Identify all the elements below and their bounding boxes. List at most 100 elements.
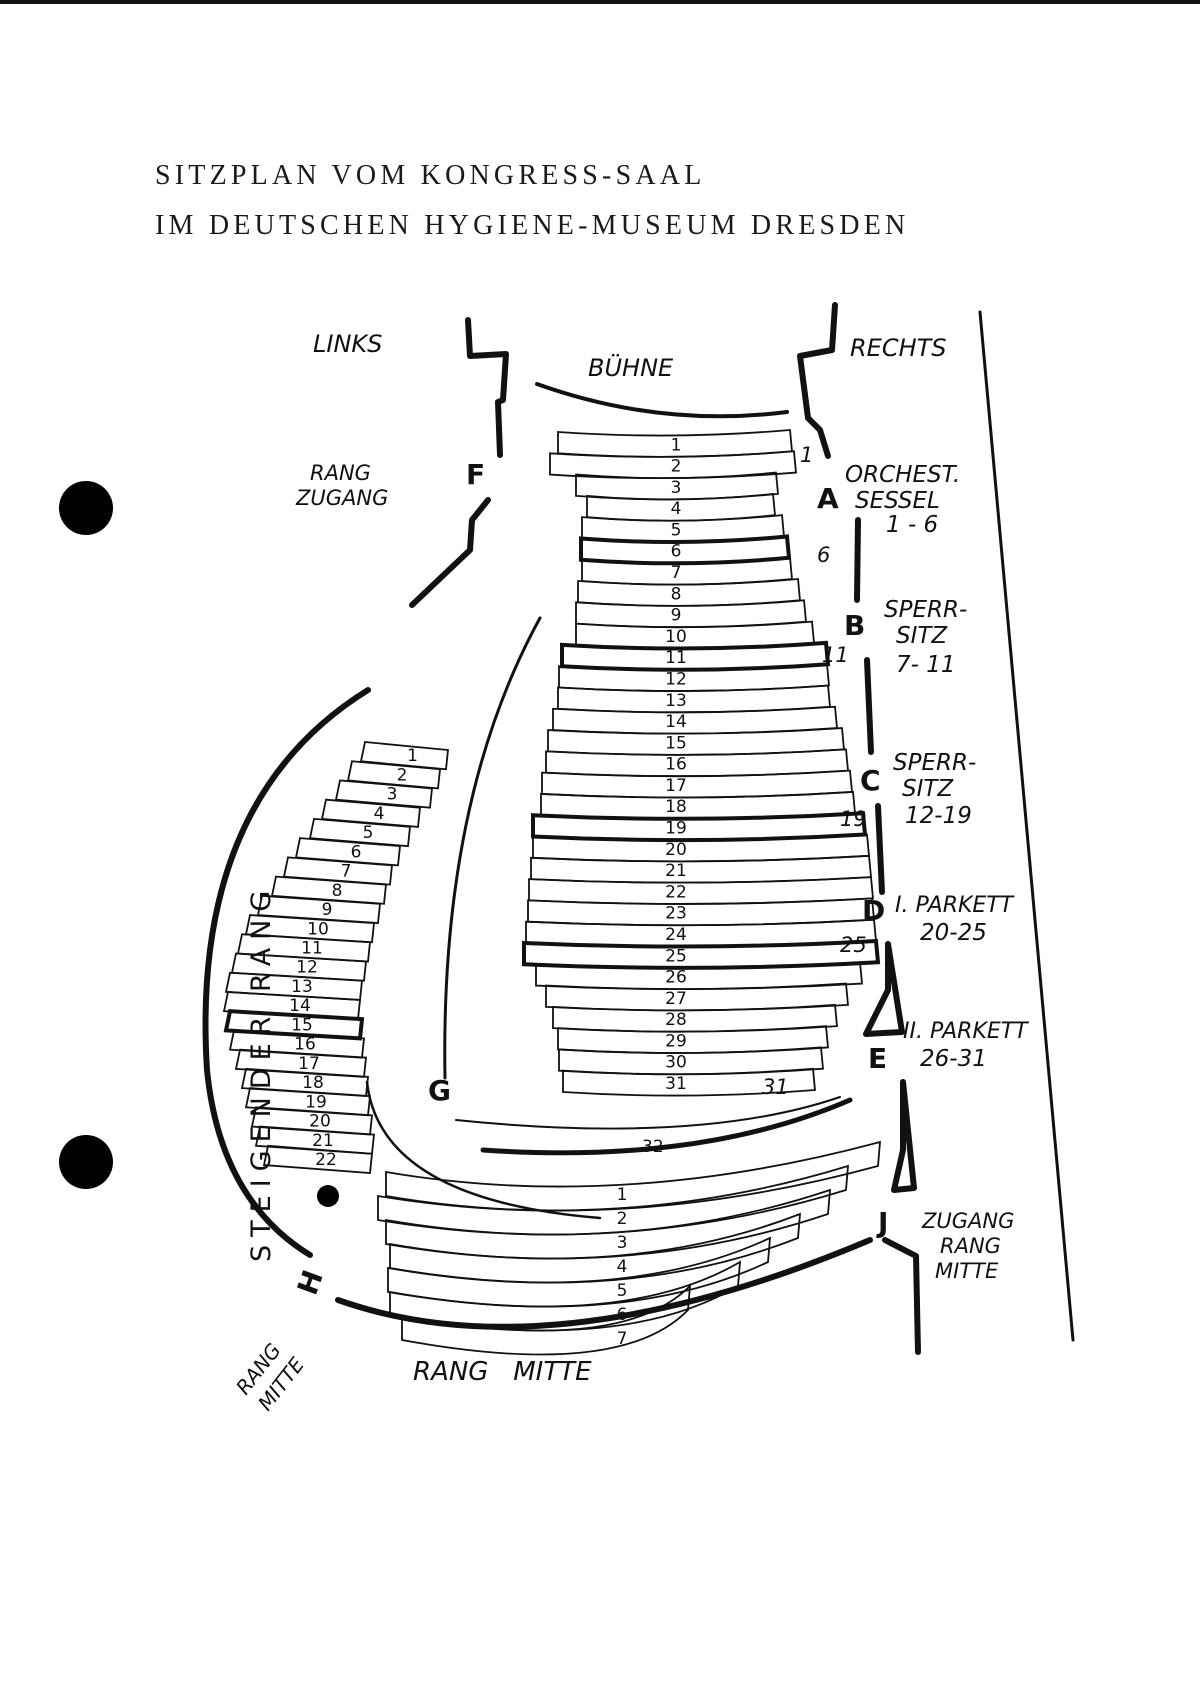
rang-row-outline bbox=[282, 856, 393, 886]
rang-mitte-row-number: 5 bbox=[617, 1281, 628, 1301]
rang-row-number: 17 bbox=[298, 1054, 320, 1074]
rang-row-outline bbox=[270, 875, 387, 905]
rang-row-number: 11 bbox=[301, 939, 323, 959]
door-j: J bbox=[876, 1206, 888, 1239]
parkett-row: 9 bbox=[575, 599, 807, 629]
wall-a-b bbox=[854, 517, 861, 603]
rang-row: 12 bbox=[230, 952, 367, 982]
parkett-row: 31 bbox=[562, 1067, 816, 1097]
edge-number-19: 19 bbox=[840, 807, 867, 831]
parkett-row-number: 16 bbox=[665, 755, 687, 775]
rang-mitte-row-outline bbox=[377, 1164, 850, 1236]
rang-row-outline bbox=[244, 914, 375, 944]
label-steigender-rang: STEIGENDER RANG bbox=[246, 883, 277, 1262]
parkett-row-outline bbox=[545, 748, 849, 778]
left-wall-rang-access bbox=[409, 497, 491, 608]
edge-number-31: 31 bbox=[762, 1075, 789, 1099]
parkett-row-number: 25 bbox=[665, 946, 687, 966]
parkett-row-number: 3 bbox=[671, 478, 682, 498]
rang-row-number: 8 bbox=[332, 881, 343, 901]
punch-hole-top bbox=[59, 481, 113, 535]
aisle-g-curve bbox=[365, 1080, 602, 1220]
rang-mitte-row-outline bbox=[385, 1188, 832, 1260]
parkett-row: 13 bbox=[557, 684, 831, 714]
parkett-row-number: 21 bbox=[665, 861, 687, 881]
door-c: C bbox=[860, 764, 881, 797]
title-line-1: SITZPLAN VOM KONGRESS-SAAL bbox=[155, 160, 706, 191]
parkett-row-number: 9 bbox=[671, 606, 682, 626]
rang-row-number: 18 bbox=[302, 1073, 324, 1093]
label-zugang-rang-mitte-3: MITTE bbox=[935, 1259, 999, 1283]
parkett-row-number: 26 bbox=[665, 968, 687, 988]
rang-mitte-row: 3 bbox=[385, 1188, 832, 1260]
row-32-label: 32 bbox=[642, 1137, 664, 1157]
rang-row-number: 4 bbox=[374, 804, 385, 824]
parkett-row-outline bbox=[530, 854, 872, 884]
wall-d-e bbox=[863, 941, 905, 1037]
rang-row-outline bbox=[230, 952, 367, 982]
rang-mitte-row: 2 bbox=[377, 1164, 850, 1236]
label-parkett-1-1: I. PARKETT bbox=[895, 893, 1015, 918]
label-zugang-rang-mitte-1: ZUGANG bbox=[921, 1209, 1014, 1233]
parkett-row-number: 24 bbox=[665, 925, 687, 945]
parkett-row: 8 bbox=[577, 578, 801, 607]
rang-row-number: 3 bbox=[387, 785, 398, 805]
parkett-row-outline bbox=[541, 769, 853, 799]
door-e: E bbox=[868, 1042, 887, 1075]
rang-mitte-row: 6 bbox=[389, 1260, 742, 1332]
parkett-row-number: 20 bbox=[665, 840, 687, 860]
rang-row-number: 1 bbox=[407, 746, 418, 766]
rang-mitte-row: 7 bbox=[401, 1283, 692, 1356]
parkett-row-outline bbox=[552, 705, 838, 735]
door-d: D bbox=[862, 894, 885, 927]
rang-row-number: 19 bbox=[305, 1092, 327, 1112]
rang-row-number: 2 bbox=[397, 765, 408, 785]
wall-j-lower bbox=[882, 1237, 921, 1355]
label-sperrsitz-c-3: 12-19 bbox=[905, 803, 972, 829]
parkett-row: 15 bbox=[547, 727, 845, 756]
rang-mitte-row-outline bbox=[401, 1283, 692, 1356]
wall-e-j bbox=[891, 1079, 917, 1193]
rang-mitte-row-number: 4 bbox=[617, 1257, 628, 1277]
rang-row-outline bbox=[294, 837, 401, 867]
parkett-row-number: 11 bbox=[665, 648, 687, 668]
rang-row-number: 12 bbox=[296, 958, 318, 978]
parkett-row-number: 1 bbox=[671, 435, 682, 455]
left-stage-wall bbox=[465, 317, 509, 458]
parkett-row: 14 bbox=[552, 705, 838, 735]
parkett-row: 6 bbox=[579, 534, 792, 566]
parkett-row: 16 bbox=[545, 748, 849, 778]
parkett-row: 23 bbox=[527, 897, 875, 927]
parkett-row-outline bbox=[527, 897, 875, 927]
label-orchest-2: SESSEL bbox=[855, 488, 940, 514]
wall-c-d bbox=[875, 803, 885, 895]
rang-mitte-row-number: 7 bbox=[617, 1329, 628, 1349]
rang-row: 1 bbox=[359, 741, 449, 771]
rang-row: 11 bbox=[236, 933, 371, 963]
label-parkett-2-2: 26-31 bbox=[920, 1046, 987, 1072]
wall-b-c bbox=[864, 657, 874, 755]
rang-row: 8 bbox=[270, 875, 387, 905]
rang-mitte-row-number: 3 bbox=[617, 1233, 628, 1253]
rang-row-outline bbox=[346, 760, 441, 790]
rang-row-outline bbox=[320, 798, 421, 828]
rang-row-number: 14 bbox=[289, 996, 311, 1016]
edge-number-1: 1 bbox=[800, 443, 813, 467]
parkett-row-number: 8 bbox=[671, 584, 682, 604]
parkett-row: 1 bbox=[557, 429, 793, 458]
parkett-row-number: 15 bbox=[665, 733, 687, 753]
parkett-row: 4 bbox=[586, 492, 776, 522]
edge-number-11: 11 bbox=[822, 643, 849, 667]
parkett-row-outline bbox=[579, 534, 792, 566]
rang-row-number: 21 bbox=[312, 1131, 334, 1151]
label-sperrsitz-b-2: SITZ bbox=[896, 623, 948, 649]
edge-number-25: 25 bbox=[840, 933, 867, 957]
parkett-row-outline bbox=[575, 599, 807, 629]
parkett-row-number: 13 bbox=[665, 691, 687, 711]
rang-row-number: 5 bbox=[363, 823, 374, 843]
rang-mitte-outer-wall bbox=[335, 1237, 873, 1330]
rang-row: 7 bbox=[282, 856, 393, 886]
